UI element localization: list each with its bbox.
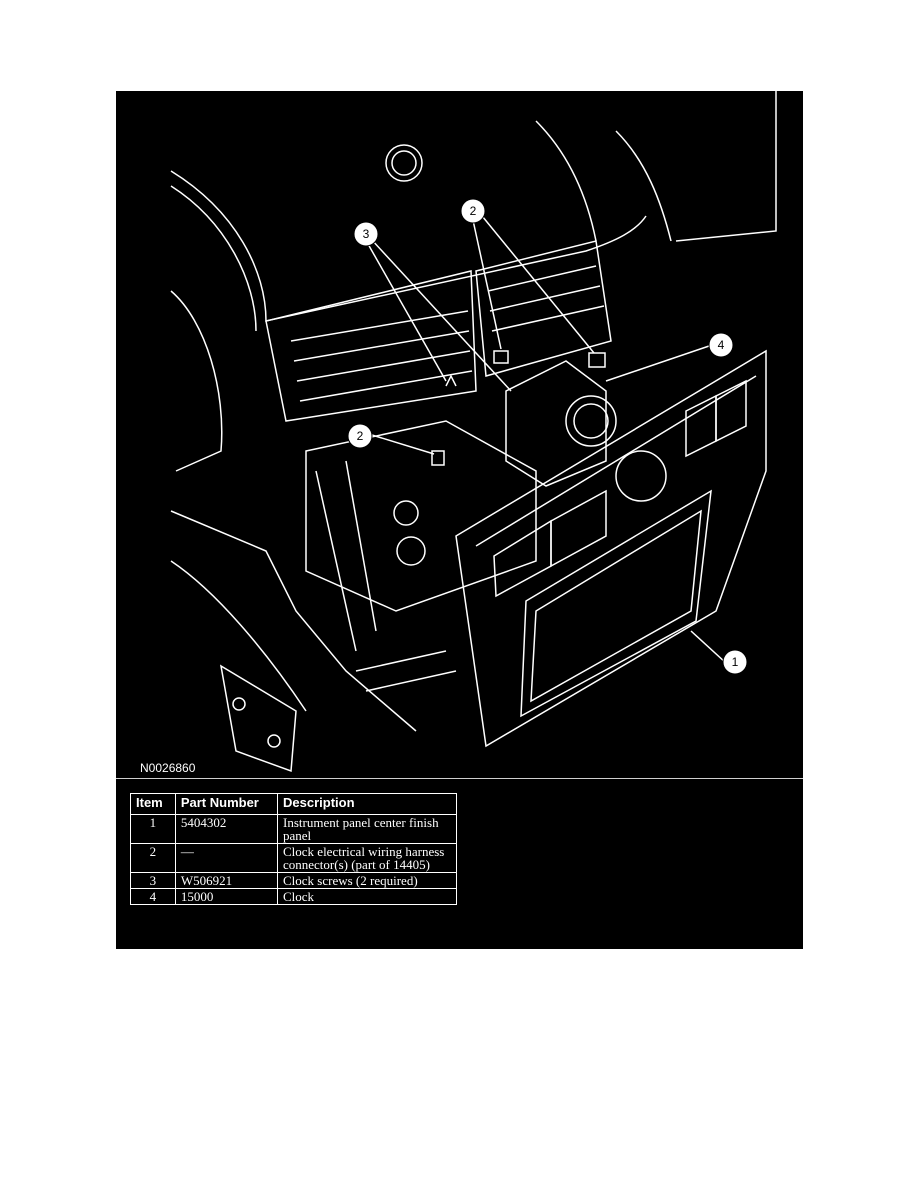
cell-description: Clock screws (2 required) [277, 872, 457, 889]
callout-1: 1 [722, 649, 748, 675]
cell-part-number: — [174, 843, 279, 873]
header-description: Description [277, 793, 457, 815]
table-row: 1 5404302 Instrument panel center finish… [130, 814, 457, 844]
header-item: Item [130, 793, 176, 815]
callout-2-left: 2 [347, 423, 373, 449]
header-part-number: Part Number [174, 793, 279, 815]
callout-3: 3 [353, 221, 379, 247]
cell-description: Clock [277, 888, 457, 905]
table-row: 4 15000 Clock [130, 888, 457, 905]
cell-part-number: 15000 [174, 888, 279, 905]
svg-text:3: 3 [363, 227, 370, 241]
svg-text:4: 4 [718, 338, 725, 352]
table-row: 2 — Clock electrical wiring harness conn… [130, 843, 457, 873]
cell-part-number: 5404302 [174, 814, 279, 844]
svg-text:1: 1 [732, 655, 739, 669]
divider [116, 778, 803, 779]
cell-description: Clock electrical wiring harness connecto… [277, 843, 457, 873]
table-header-row: Item Part Number Description [130, 793, 457, 815]
cell-item: 1 [130, 814, 176, 844]
figure-frame: 3 2 4 2 1 N0026860 Item [116, 91, 803, 949]
figure-id-label: N0026860 [140, 761, 196, 775]
parts-table: Item Part Number Description 1 5404302 I… [130, 793, 457, 905]
cell-item: 3 [130, 872, 176, 889]
cell-part-number: W506921 [174, 872, 279, 889]
callout-4: 4 [708, 332, 734, 358]
table-row: 3 W506921 Clock screws (2 required) [130, 872, 457, 889]
exploded-view-illustration: 3 2 4 2 1 [116, 91, 803, 779]
svg-text:2: 2 [470, 204, 477, 218]
callout-2-top: 2 [460, 198, 486, 224]
cell-item: 2 [130, 843, 176, 873]
svg-text:2: 2 [357, 429, 364, 443]
cell-item: 4 [130, 888, 176, 905]
cell-description: Instrument panel center finish panel [277, 814, 457, 844]
